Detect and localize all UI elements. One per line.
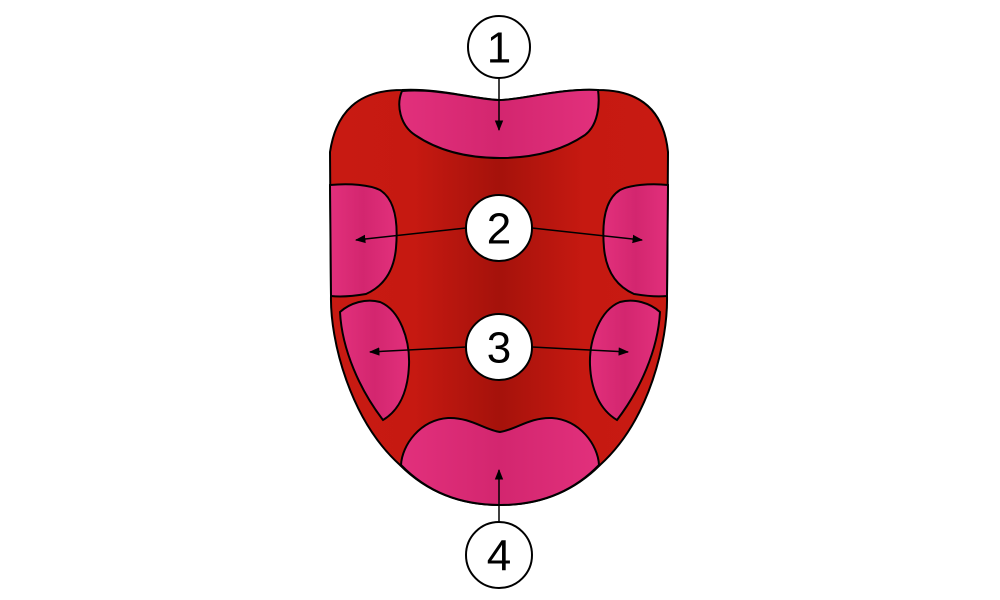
callout-3: 3	[465, 313, 533, 381]
zone-lower-right	[588, 299, 662, 422]
callout-4-circle	[465, 521, 533, 589]
callout-1-circle	[467, 15, 531, 79]
pointer-3-left	[368, 346, 467, 356]
callout-4: 4	[465, 521, 533, 589]
pointer-3-right	[531, 346, 630, 356]
callout-2-circle	[465, 194, 533, 262]
callout-1-label: 1	[487, 24, 511, 73]
pointer-2-left	[354, 227, 467, 244]
callout-3-label: 3	[487, 324, 511, 373]
callout-4-label: 4	[487, 532, 511, 581]
callout-3-circle	[465, 313, 533, 381]
callout-2-label: 2	[487, 205, 511, 254]
callout-1: 1	[467, 15, 531, 79]
zone-back	[399, 416, 601, 507]
zone-lower-left	[338, 299, 411, 422]
callout-2: 2	[465, 194, 533, 262]
pointer-2-right	[531, 227, 644, 244]
